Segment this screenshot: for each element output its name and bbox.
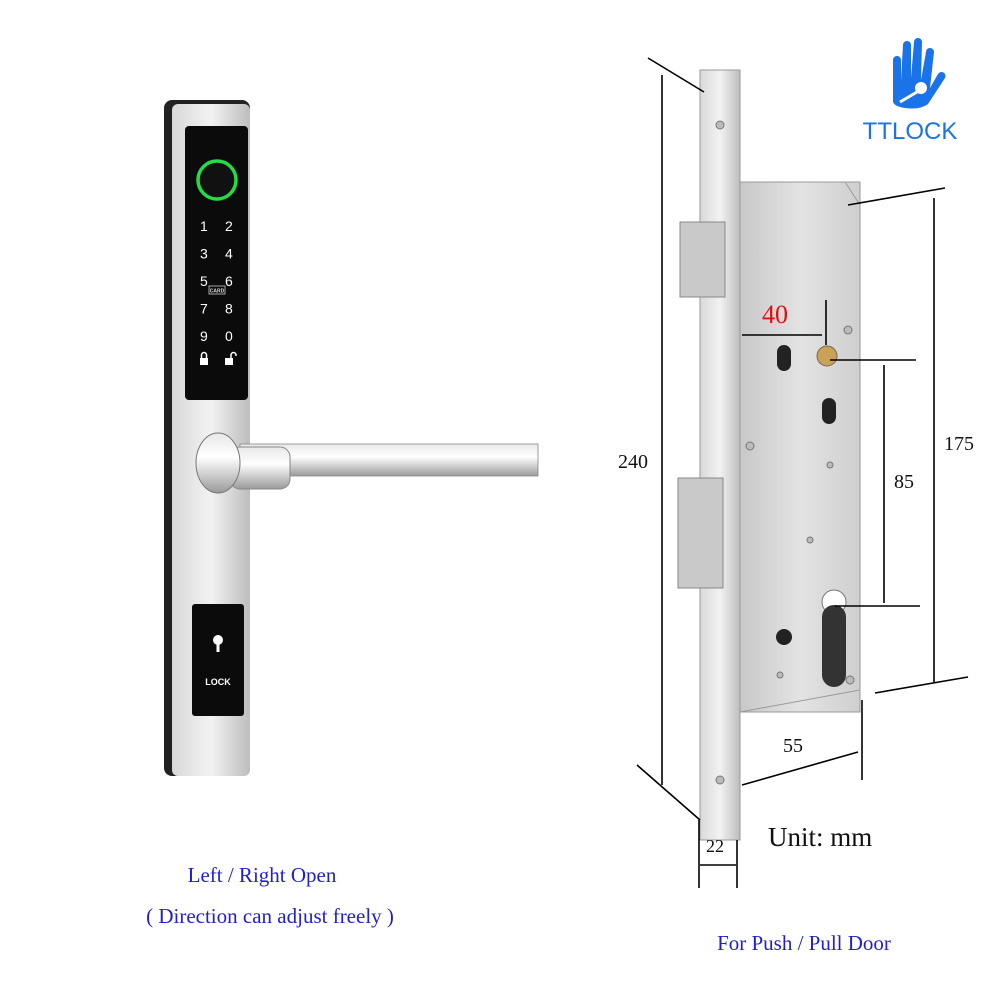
latch-bolt — [679, 221, 726, 298]
keyhole-icon — [213, 635, 223, 645]
dim-case-height: 175 — [944, 433, 974, 455]
lock-icon[interactable] — [200, 351, 208, 366]
key-cover[interactable] — [192, 604, 244, 716]
keypad-key[interactable]: 4 — [225, 246, 233, 262]
dead-bolt — [677, 477, 724, 589]
mortise-lock-body — [677, 69, 861, 841]
spindle-hole — [816, 345, 838, 367]
faceplate — [699, 69, 741, 841]
keypad-key[interactable]: 0 — [225, 328, 233, 344]
keypad-screen — [185, 126, 248, 400]
door-handle — [195, 432, 539, 494]
unit-label: Unit: mm — [768, 822, 872, 852]
keypad-key[interactable]: 6 — [225, 273, 233, 289]
caption-open-direction: Left / Right Open — [188, 863, 337, 887]
dim-center-distance: 85 — [894, 471, 914, 493]
dimension-lines — [636, 57, 969, 888]
keypad-key[interactable]: 3 — [200, 246, 208, 262]
lock-button-label: LOCK — [205, 677, 231, 687]
dim-height-total: 240 — [618, 451, 648, 473]
card-area-icon — [208, 285, 226, 295]
keypad-key[interactable]: 7 — [200, 301, 208, 317]
dim-case-depth: 55 — [783, 735, 803, 757]
cylinder-hole — [822, 605, 846, 687]
brand-name: TTLOCK — [863, 118, 958, 145]
keypad-key[interactable]: 2 — [225, 218, 233, 234]
keypad-key[interactable]: 8 — [225, 301, 233, 317]
caption-door-type: For Push / Pull Door — [717, 931, 891, 955]
hand-key-icon — [892, 38, 946, 109]
dim-backset: 40 — [762, 300, 788, 329]
caption-adjust: ( Direction can adjust freely ) — [146, 904, 394, 928]
unlock-icon[interactable] — [225, 351, 237, 366]
smart-lock-panel: 1 2 3 4 5 6 7 8 9 0 CARD LOCK — [164, 100, 539, 776]
dim-faceplate-width: 22 — [706, 836, 724, 856]
keypad-key[interactable]: 5 — [200, 273, 208, 289]
card-label: CARD — [210, 289, 225, 295]
keypad-key[interactable]: 1 — [200, 218, 208, 234]
fingerprint-sensor[interactable] — [196, 159, 238, 201]
keypad-key[interactable]: 9 — [200, 328, 208, 344]
